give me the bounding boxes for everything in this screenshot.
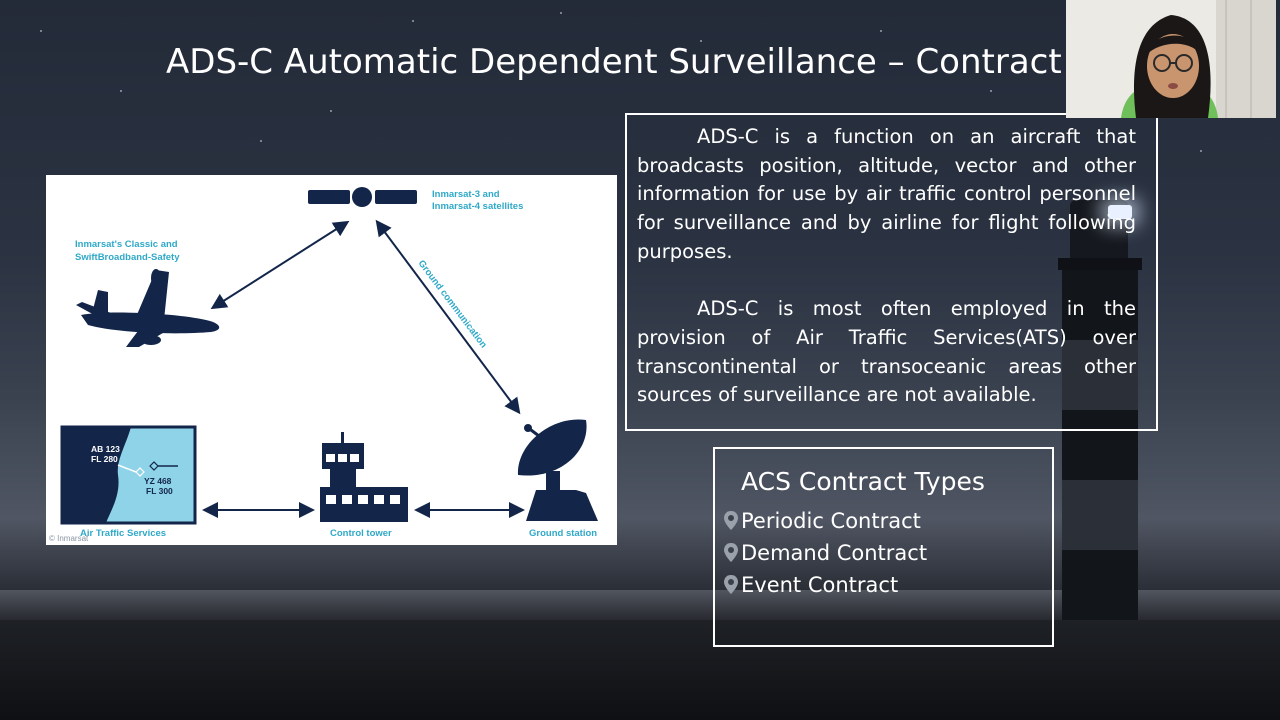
presenter-webcam	[1066, 0, 1276, 118]
map-pin-icon	[724, 543, 738, 562]
control-tower-icon	[320, 432, 408, 522]
contract-type-label: Demand Contract	[741, 541, 928, 565]
aircraft-label-2: SwiftBroadband-Safety	[75, 252, 180, 263]
description-paragraph-1: ADS-C is a function on an aircraft that …	[637, 125, 1136, 263]
contract-type-label: Event Contract	[741, 573, 899, 597]
ground-link-label: Ground communication	[416, 258, 489, 350]
presenter-avatar	[1066, 0, 1276, 118]
contract-types-box: ACS Contract Types Periodic Contract Dem…	[713, 447, 1054, 647]
map-label-3: YZ 468	[144, 476, 172, 486]
list-item: Periodic Contract	[721, 505, 927, 537]
map-pin-icon	[724, 575, 738, 594]
ats-map-icon: AB 123 FL 280 YZ 468 FL 300	[60, 425, 197, 525]
contract-types-list: Periodic Contract Demand Contract Event …	[721, 505, 927, 601]
lighthouse-image	[1050, 200, 1150, 620]
ground-station-icon	[517, 419, 598, 521]
map-label-4: FL 300	[146, 486, 173, 496]
satellite-icon	[308, 187, 417, 207]
contract-types-title: ACS Contract Types	[741, 467, 985, 496]
slide-title: ADS-C Automatic Dependent Surveillance –…	[166, 42, 1062, 82]
airplane-icon	[76, 269, 220, 347]
list-item: Event Contract	[721, 569, 927, 601]
tower-label: Control tower	[330, 528, 392, 539]
ats-label: Air Traffic Services	[80, 528, 166, 539]
station-label: Ground station	[529, 528, 597, 539]
map-label-2: FL 280	[91, 454, 118, 464]
description-text-box: ADS-C is a function on an aircraft that …	[625, 113, 1158, 431]
map-pin-icon	[724, 511, 738, 530]
contract-type-label: Periodic Contract	[741, 509, 921, 533]
aircraft-label-1: Inmarsat's Classic and	[75, 239, 178, 250]
map-label-1: AB 123	[91, 444, 120, 454]
list-item: Demand Contract	[721, 537, 927, 569]
description-paragraph-2: ADS-C is most often employed in the prov…	[637, 297, 1136, 407]
ads-c-diagram: Inmarsat-3 and Inmarsat-4 satellites Inm…	[46, 175, 617, 545]
satellite-label-1: Inmarsat-3 and	[432, 189, 500, 200]
satellite-label-2: Inmarsat-4 satellites	[432, 201, 523, 212]
image-credit: © Inmarsat	[49, 534, 89, 543]
